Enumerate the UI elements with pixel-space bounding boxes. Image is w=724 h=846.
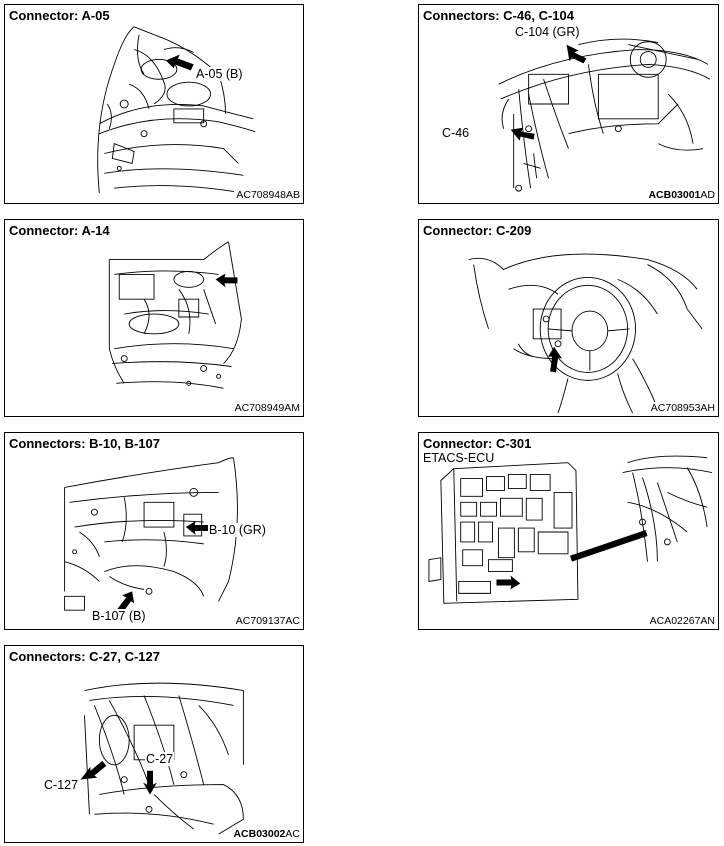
connector-label-b10: B-10 (GR) (208, 523, 267, 537)
panel-title: Connector: A-14 (9, 223, 110, 238)
panel-connector-a05: Connector: A-05 A-05 (B) AC708948AB (4, 4, 304, 204)
figure-code: AC708948AB (234, 189, 300, 201)
connector-label-c104: C-104 (GR) (514, 25, 581, 39)
arrow-icon (510, 44, 587, 141)
connector-label-c46: C-46 (441, 126, 471, 140)
figure-code: ACB03002AC (231, 828, 300, 840)
arrow-icon (548, 346, 563, 373)
engine-bay-illustration (5, 433, 303, 629)
dashboard-harness-illustration (5, 646, 303, 842)
arrow-icon (215, 273, 238, 288)
connector-label-c127: C-127 (43, 778, 80, 792)
figure-code-bold: ACB03002 (233, 828, 286, 840)
arrow-icon (80, 760, 157, 795)
figure-code: ACB03001AD (646, 189, 715, 201)
figure-code: AC708949AM (232, 402, 300, 414)
panel-connectors-c46-c104: Connectors: C-46, C-104 C-104 (GR) C-46 … (418, 4, 719, 204)
figure-code-suffix: AC (285, 828, 300, 840)
panel-title: Connector: C-209 (423, 223, 532, 238)
figure-code-bold: ACB03001 (648, 189, 701, 201)
connector-label-c27: C-27 (145, 752, 175, 766)
panel-title: Connector: C-301 (423, 436, 532, 451)
steering-wheel-illustration (419, 220, 718, 416)
engine-bay-illustration (5, 5, 303, 203)
connector-label-a05: A-05 (B) (195, 67, 244, 81)
panel-connector-c301: Connector: C-301 ETACS-ECU ACA02267AN (418, 432, 719, 630)
connector-label-b107: B-107 (B) (91, 609, 147, 623)
panel-connectors-b10-b107: Connectors: B-10, B-107 B-10 (GR) B-107 … (4, 432, 304, 630)
dashboard-harness-illustration (419, 5, 718, 203)
etacs-ecu-illustration (419, 433, 718, 629)
arrow-icon (117, 521, 210, 614)
arrow-icon (165, 54, 194, 71)
panel-title: Connectors: C-27, C-127 (9, 649, 160, 664)
panel-subtitle: ETACS-ECU (423, 451, 495, 465)
arrow-icon (496, 530, 648, 590)
engine-bay-illustration (5, 220, 303, 416)
panel-title: Connectors: C-46, C-104 (423, 8, 574, 23)
figure-code: AC709137AC (233, 615, 300, 627)
panel-title: Connector: A-05 (9, 8, 110, 23)
panel-connector-a14: Connector: A-14 AC708949AM (4, 219, 304, 417)
figure-code-suffix: AD (700, 189, 715, 201)
panel-connectors-c27-c127: Connectors: C-27, C-127 C-27 C-127 ACB03… (4, 645, 304, 843)
figure-code: AC708953AH (648, 402, 715, 414)
panel-connector-c209: Connector: C-209 AC708953AH (418, 219, 719, 417)
panel-title: Connectors: B-10, B-107 (9, 436, 160, 451)
figure-code: ACA02267AN (647, 615, 715, 627)
